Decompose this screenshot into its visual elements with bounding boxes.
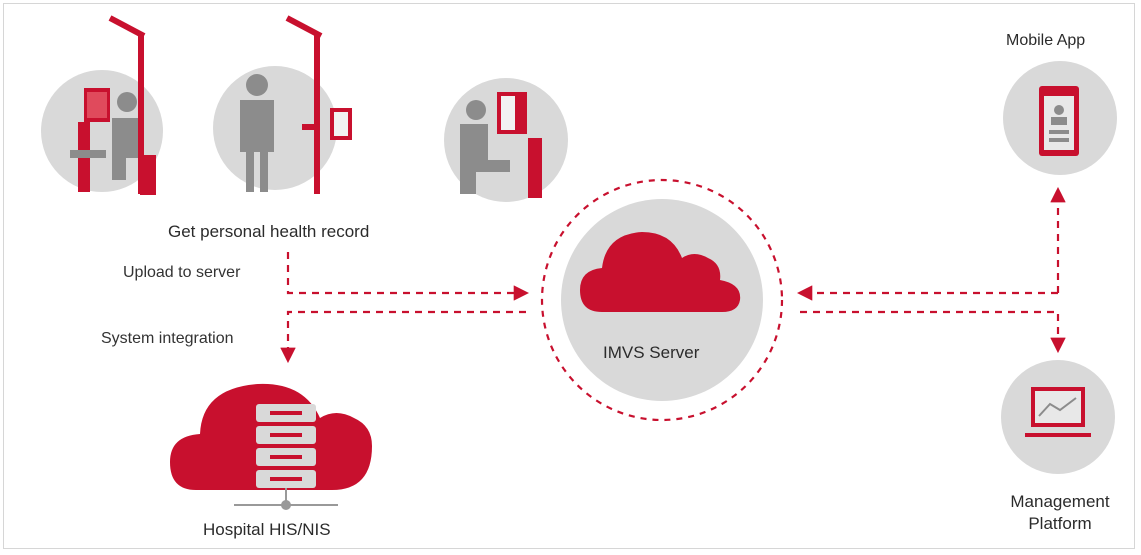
kiosk-standing-icon: [213, 15, 352, 194]
mobile-management-arrows: [796, 186, 1066, 354]
kiosk-pole-icon: [108, 15, 146, 194]
server-label: IMVS Server: [603, 343, 700, 362]
system-integration-label: System integration: [101, 330, 234, 347]
management-label-line2: Platform: [1028, 514, 1092, 533]
personal-health-record-label: Get personal health record: [168, 222, 370, 241]
management-platform-icon: [1001, 360, 1115, 474]
hospital-cloud-icon: [170, 383, 372, 510]
server-cloud-icon: [580, 232, 741, 312]
hospital-label: Hospital HIS/NIS: [203, 520, 331, 539]
diagram-frame: [3, 3, 1135, 549]
kiosk-seated-icon: [41, 70, 163, 195]
mobile-app-label: Mobile App: [1006, 32, 1086, 49]
upload-to-server-label: Upload to server: [123, 264, 241, 281]
database-icon: [256, 404, 316, 488]
upload-arrows: [280, 252, 530, 364]
imvs-server-node: [540, 178, 784, 422]
management-label-line1: Management: [1010, 492, 1110, 511]
mobile-app-icon: [1003, 61, 1117, 175]
kiosk-terminal-icon: [444, 78, 568, 202]
